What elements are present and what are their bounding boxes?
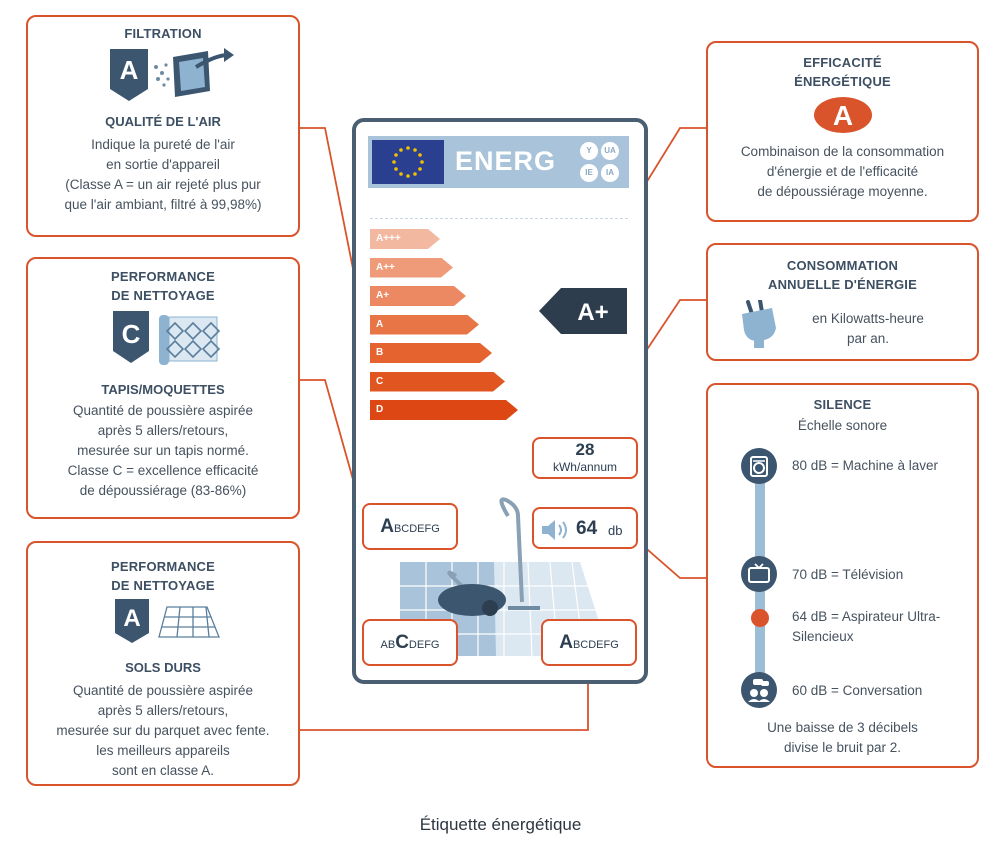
energy-class-arrow: C	[370, 372, 505, 392]
figure-caption: Étiquette énergétique	[419, 815, 582, 834]
consumption-box: CONSOMMATION ANNUELLE D'ÉNERGIE en Kilow…	[706, 243, 979, 361]
noise-value: 64	[576, 518, 598, 539]
lang-code-y: Y	[580, 142, 598, 160]
energy-class-arrow: B	[370, 343, 492, 363]
filtration-line-2: en sortie d'appareil	[106, 157, 220, 172]
efficiency-box: EFFICACITÉ ÉNERGÉTIQUE A Combinaison de …	[706, 41, 979, 222]
lang-code-ie: IE	[580, 164, 598, 182]
washing-machine-icon	[741, 448, 777, 484]
silence-footer-line-1: Une baisse de 3 décibels	[767, 720, 918, 735]
silence-subtitle: Échelle sonore	[797, 418, 888, 433]
plug-icon	[742, 300, 776, 348]
filtration-scale-first: A	[380, 516, 394, 537]
consumption-title-line-1: CONSOMMATION	[786, 258, 899, 273]
hardfloor-line-2: après 5 allers/retours,	[97, 703, 229, 718]
carpet-scale-selected: C	[395, 632, 409, 653]
hardfloor-line-1: Quantité de poussière aspirée	[72, 683, 254, 698]
filtration-scale-rest: BCDEFG	[393, 523, 440, 535]
hardfloor-subtitle: SOLS DURS	[125, 660, 201, 675]
efficiency-class-letter: A	[832, 100, 852, 131]
carpet-class-letter: C	[122, 319, 141, 349]
energy-class-arrow: A+++	[370, 229, 440, 249]
noise-box: 64 db	[532, 507, 638, 549]
carpet-icon: C	[113, 311, 221, 365]
carpet-line-3: mesurée sur un tapis normé.	[77, 443, 249, 458]
television-icon	[741, 556, 777, 592]
efficiency-title-line-1: EFFICACITÉ	[803, 55, 882, 70]
conversation-icon	[741, 672, 777, 708]
filtration-scale-box: ABCDEFG	[362, 503, 458, 550]
consumption-line-1: en Kilowatts-heure	[812, 311, 924, 326]
hardfloor-scale-first: A	[559, 632, 573, 653]
energy-class-arrow: A+	[370, 286, 466, 306]
speaker-icon	[542, 520, 567, 540]
hardfloor-line-5: sont en classe A.	[111, 763, 215, 778]
energy-class-arrow: A++	[370, 258, 453, 278]
kwh-value: 28	[575, 440, 595, 459]
carpet-scale-after: DEFG	[408, 639, 440, 651]
consumption-title-line-2: ANNUELLE D'ÉNERGIE	[768, 277, 917, 292]
label-divider	[370, 218, 628, 219]
efficiency-line-1: Combinaison de la consommation	[740, 144, 945, 159]
hardfloor-class-letter: A	[123, 605, 140, 632]
silence-level-60: 60 dB = Conversation	[792, 683, 923, 698]
silence-level-80: 80 dB = Machine à laver	[792, 458, 938, 473]
hardfloor-scale-rest: BCDEFG	[572, 639, 619, 651]
efficiency-title-line-2: ÉNERGÉTIQUE	[794, 74, 891, 89]
efficiency-line-2: d'énergie et de l'efficacité	[766, 164, 919, 179]
energ-header-word: ENERG	[455, 146, 557, 176]
hardfloor-scale-box: ABCDEFG	[541, 619, 637, 666]
efficiency-line-3: de dépoussiérage moyenne.	[757, 184, 928, 199]
hardfloor-cleaning-box: PERFORMANCE DE NETTOYAGE A SOLS DURS Qua…	[26, 541, 300, 786]
hardfloor-title-line-2: DE NETTOYAGE	[111, 578, 215, 593]
kwh-unit: kWh/annum	[552, 460, 618, 474]
energy-class-arrow: A	[370, 315, 479, 335]
hardfloor-title-line-1: PERFORMANCE	[110, 559, 216, 574]
carpet-scale-before: AB	[380, 639, 396, 651]
hardfloor-line-4: les meilleurs appareils	[96, 743, 230, 758]
carpet-subtitle: TAPIS/MOQUETTES	[101, 382, 225, 397]
carpet-cleaning-box: PERFORMANCE DE NETTOYAGE C TAPIS/MOQUETT…	[26, 257, 300, 519]
carpet-line-1: Quantité de poussière aspirée	[72, 403, 254, 418]
silence-footer: Une baisse de 3 décibels divise le bruit…	[706, 718, 979, 758]
eu-flag-icon	[372, 140, 444, 184]
rating-badge: A+	[539, 288, 627, 334]
noise-unit: db	[608, 523, 623, 538]
carpet-scale-box: ABCDEFG	[362, 619, 458, 666]
hardfloor-line-3: mesurée sur du parquet avec fente.	[56, 723, 270, 738]
lang-code-ua: UA	[601, 142, 619, 160]
current-level-dot	[751, 609, 769, 627]
carpet-line-2: après 5 allers/retours,	[97, 423, 229, 438]
silence-title: SILENCE	[813, 397, 872, 412]
filtration-box: FILTRATION A QUALITÉ DE L'AIR Indique la…	[26, 15, 300, 237]
kwh-box: 28 kWh/annum	[532, 437, 638, 479]
silence-level-64: 64 dB = Aspirateur Ultra- Silencieux	[792, 607, 940, 647]
filtration-line-3: (Classe A = un air rejeté plus pur	[65, 177, 261, 192]
filtration-line-4: que l'air ambiant, filtré à 99,98%)	[64, 197, 262, 212]
hardfloor-icon: A	[115, 599, 220, 643]
carpet-title-line-1: PERFORMANCE	[110, 269, 216, 284]
filtration-subtitle: QUALITÉ DE L'AIR	[105, 114, 221, 129]
carpet-line-4: Classe C = excellence efficacité	[67, 463, 259, 478]
lang-code-ia: IA	[601, 164, 619, 182]
rating-value: A+	[577, 299, 608, 326]
filtration-class-letter: A	[120, 55, 139, 85]
efficiency-class-badge: A	[813, 97, 872, 133]
silence-level-70: 70 dB = Télévision	[792, 567, 904, 582]
energy-class-arrow: D	[370, 400, 518, 420]
silence-level-64-line-2: Silencieux	[792, 629, 854, 644]
filtration-line-1: Indique la pureté de l'air	[91, 137, 235, 152]
filtration-icon: A	[110, 48, 234, 101]
silence-footer-line-2: divise le bruit par 2.	[783, 740, 902, 755]
consumption-line-2: par an.	[846, 331, 890, 346]
silence-level-64-line-1: 64 dB = Aspirateur Ultra-	[792, 609, 941, 624]
filtration-title: FILTRATION	[124, 26, 202, 41]
carpet-line-5: de dépoussiérage (83-86%)	[79, 483, 247, 498]
carpet-title-line-2: DE NETTOYAGE	[111, 288, 215, 303]
